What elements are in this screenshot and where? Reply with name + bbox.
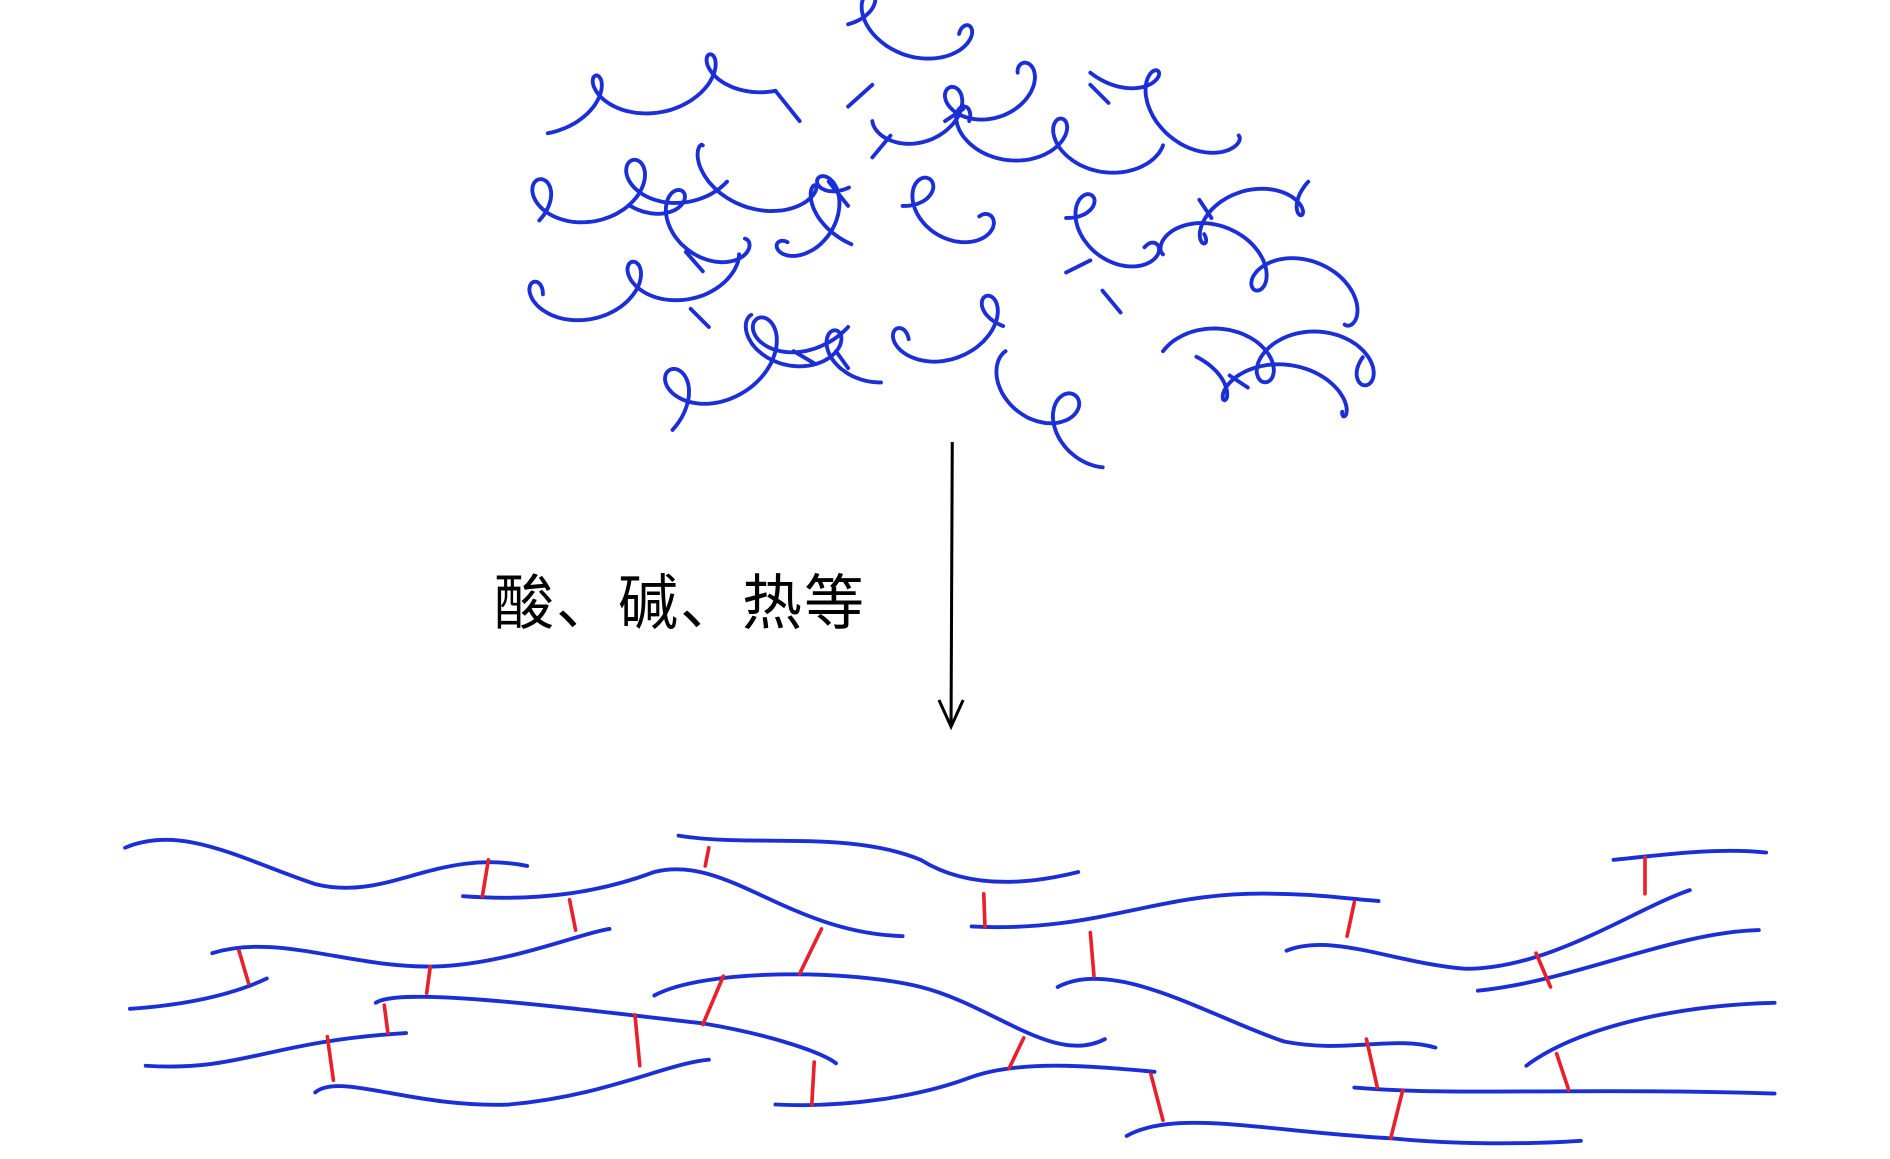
chain-branch	[1227, 373, 1250, 390]
tangled-chain	[1158, 221, 1360, 328]
crosslink	[1554, 1051, 1571, 1092]
tangled-chain	[527, 252, 742, 323]
polymer-chain	[123, 837, 530, 890]
chain-branch	[773, 88, 802, 124]
tangled-chain	[846, 0, 975, 61]
polymer-chain	[1524, 1000, 1777, 1068]
crosslink	[981, 891, 987, 929]
chain-branch	[943, 107, 966, 124]
crosslink	[703, 845, 711, 868]
crosslink	[424, 964, 433, 995]
polymer-chain	[773, 1063, 1157, 1108]
polymer-chain	[143, 1031, 409, 1069]
tangled-chain	[695, 142, 854, 247]
arrow-label: 酸、碱、热等	[494, 569, 866, 639]
tangled-chain	[628, 187, 752, 265]
crosslink	[237, 948, 251, 986]
polymer-chain	[1475, 928, 1761, 993]
crosslink	[480, 858, 491, 899]
aligned-chains	[123, 833, 1777, 1146]
chain-branch	[1088, 82, 1111, 105]
polymer-chain	[373, 994, 838, 1066]
crosslink	[1388, 1088, 1405, 1141]
polymer-chain	[210, 926, 612, 969]
arrow-head	[937, 699, 965, 731]
polymer-chain	[1124, 1120, 1583, 1146]
crosslink	[1364, 1037, 1380, 1090]
tangled-chain	[1197, 179, 1311, 246]
tangled-chain	[663, 315, 851, 432]
chain-branch	[834, 349, 851, 371]
polymer-chain	[1352, 1085, 1777, 1096]
tangled-chain	[774, 174, 851, 258]
polymer-chain	[1055, 976, 1438, 1050]
polymer-chain	[313, 1057, 711, 1107]
chain-branch	[688, 306, 711, 329]
chain-branch	[826, 179, 851, 208]
tangled-chain	[743, 312, 883, 385]
chain-branch	[1064, 258, 1093, 275]
tangled-chain	[1194, 354, 1349, 419]
crosslink	[1149, 1072, 1165, 1123]
crosslink	[1345, 900, 1357, 938]
chain-branch	[683, 249, 705, 274]
chain-branch	[1197, 197, 1214, 220]
crosslink	[797, 927, 824, 976]
polymer-chain	[969, 891, 1381, 930]
tangled-chain	[994, 349, 1105, 470]
tangled-chain	[530, 157, 729, 225]
crosslink	[700, 974, 726, 1027]
tangled-chains	[527, 0, 1376, 470]
polymer-chain	[1611, 848, 1769, 862]
polymer-chain	[676, 833, 1081, 884]
tangled-chain	[900, 175, 996, 245]
crosslink	[1534, 951, 1553, 989]
tangled-chain	[954, 104, 1165, 175]
tangled-chain	[545, 52, 778, 136]
chain-branch	[791, 349, 817, 366]
crosslinks	[237, 845, 1647, 1141]
crosslink	[382, 1003, 390, 1035]
tangled-chain	[890, 293, 1006, 364]
crosslink	[567, 898, 578, 932]
chain-branch	[870, 133, 893, 160]
polymer-chain	[1284, 888, 1692, 971]
chain-branch	[1100, 288, 1123, 315]
crosslink	[633, 1013, 642, 1068]
tangled-chain	[870, 60, 1037, 146]
polymer-chain	[128, 976, 269, 1011]
polymer-chain	[652, 972, 1107, 1048]
polymer-chain	[461, 867, 905, 939]
tangled-chain	[1161, 326, 1376, 388]
arrow-shaft	[949, 442, 954, 725]
crosslink	[1088, 930, 1096, 978]
crosslink	[325, 1034, 336, 1083]
tangled-chain	[1088, 68, 1242, 155]
chain-branch	[846, 82, 875, 109]
tangled-chain	[1064, 192, 1162, 269]
crosslink	[1007, 1036, 1026, 1070]
transform-arrow	[937, 442, 965, 731]
crosslink	[809, 1060, 817, 1107]
